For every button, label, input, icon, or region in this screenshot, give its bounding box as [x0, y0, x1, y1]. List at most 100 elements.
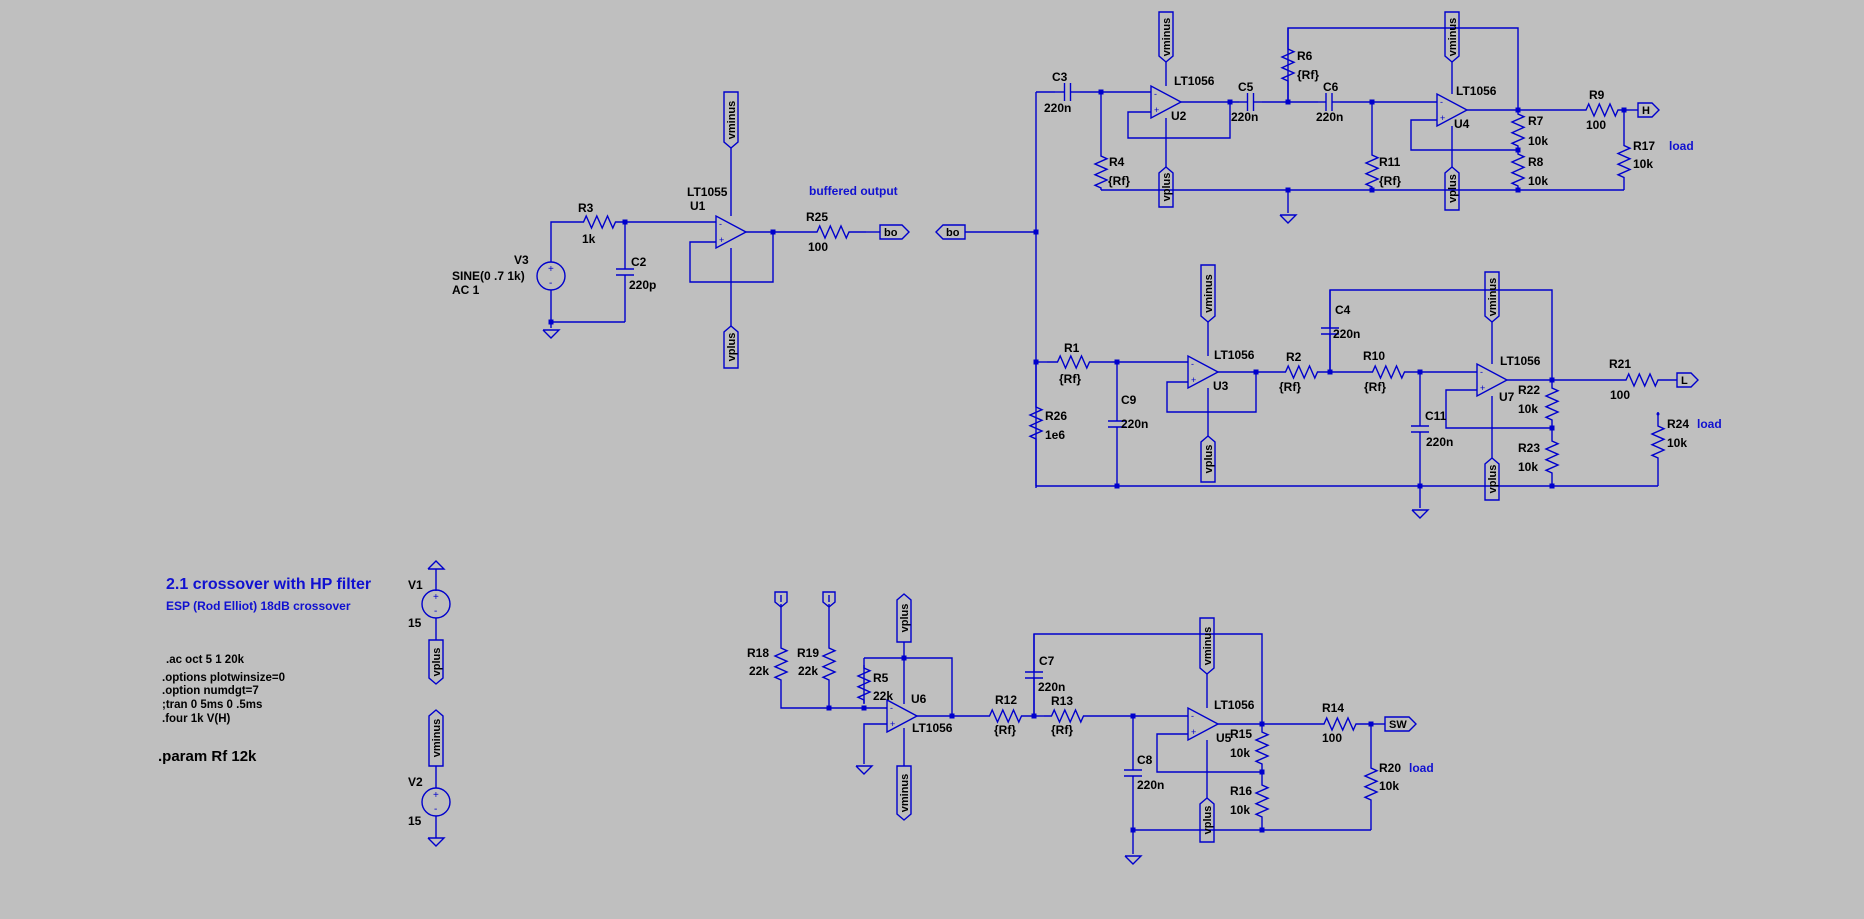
net-flag-vminus[interactable]: vminus	[723, 91, 739, 149]
resistor-r9[interactable]	[1580, 102, 1624, 118]
resistor-r6[interactable]	[1280, 28, 1296, 102]
voltage-source-v3[interactable]: +-	[536, 261, 566, 291]
r14-value-label: 100	[1322, 731, 1342, 745]
voltage-source-v1[interactable]: +-	[421, 589, 451, 619]
r6-name-label: R6	[1297, 49, 1313, 63]
resistor-r22[interactable]	[1544, 380, 1560, 428]
opamp-u7[interactable]: -+	[1476, 362, 1509, 398]
net-flag-vplus[interactable]: vplus	[1199, 797, 1215, 843]
H-flag-label: H	[1642, 105, 1650, 117]
param-directive: .param Rf 12k	[158, 748, 257, 765]
r19-value-label: 22k	[798, 664, 818, 678]
voltage-source-v2[interactable]: +-	[421, 787, 451, 817]
resistor-r20[interactable]	[1363, 760, 1379, 808]
capacitor-c4[interactable]	[1321, 290, 1339, 372]
wire	[1166, 372, 1257, 413]
r17-name-label: R17	[1633, 139, 1655, 153]
r26-name-label: R26	[1045, 409, 1067, 423]
capacitor-c3[interactable]	[1055, 83, 1080, 101]
resistor-r12[interactable]	[977, 708, 1034, 724]
r10-value-label: {Rf}	[1364, 380, 1386, 394]
net-flag-vminus[interactable]: vminus	[896, 765, 912, 821]
net-flag-vminus[interactable]: vminus	[1158, 11, 1174, 63]
net-flag-l[interactable]	[774, 591, 788, 608]
opamp-triangle	[886, 698, 919, 734]
net-flag-r[interactable]	[822, 591, 836, 608]
opamp-u1[interactable]: -+	[715, 214, 748, 250]
c4-value-label: 220n	[1333, 327, 1360, 341]
capacitor-c5[interactable]	[1239, 93, 1262, 111]
capacitor-c6[interactable]	[1318, 93, 1340, 111]
resistor-body	[1510, 150, 1526, 190]
r3-name-label: R3	[578, 201, 594, 215]
r18-name-label: R18	[747, 646, 769, 660]
c6-value-label: 220n	[1316, 110, 1343, 124]
opamp-u6[interactable]: -+	[886, 698, 919, 734]
resistor-r24[interactable]	[1650, 418, 1666, 466]
resistor-r15[interactable]	[1254, 724, 1270, 772]
resistor-r21[interactable]	[1607, 372, 1677, 388]
r10-name-label: R10	[1363, 349, 1385, 363]
resistor-r18[interactable]	[773, 644, 789, 684]
junction-dot	[1253, 369, 1259, 375]
net-flag-vminus[interactable]: vminus	[428, 709, 444, 767]
resistor-r16[interactable]	[1254, 772, 1270, 830]
resistor-r5[interactable]	[856, 665, 872, 703]
resistor-r2[interactable]	[1273, 364, 1330, 380]
flag-outline	[774, 591, 788, 608]
capacitor-c11[interactable]	[1411, 372, 1429, 486]
resistor-r10[interactable]	[1357, 364, 1420, 380]
resistor-r13[interactable]	[1044, 708, 1091, 724]
opamp-u4[interactable]: -+	[1436, 92, 1469, 128]
net-flag-sw[interactable]: SW	[1384, 716, 1417, 732]
opamp-u5[interactable]: -+	[1187, 706, 1220, 742]
resistor-r17[interactable]	[1616, 133, 1632, 190]
r6-value-label: {Rf}	[1297, 68, 1319, 82]
net-flag-l[interactable]: L	[1676, 372, 1699, 388]
vminus-flag-label: vminus	[1487, 278, 1499, 317]
resistor-r26[interactable]	[1028, 396, 1044, 450]
u2-model-label: LT1056	[1174, 74, 1215, 88]
vplus-flag-label: vplus	[726, 333, 738, 362]
opamp-u2[interactable]: -+	[1150, 84, 1183, 120]
net-flag-bo[interactable]: bo	[879, 224, 910, 240]
flag-outline	[1200, 264, 1216, 323]
r7-value-label: 10k	[1528, 134, 1548, 148]
resistor-body	[1544, 380, 1560, 428]
net-flag-vplus[interactable]: vplus	[896, 593, 912, 643]
resistor-r11[interactable]	[1364, 150, 1380, 192]
net-flag-vplus[interactable]: vplus	[1444, 166, 1460, 211]
capacitor-c8[interactable]	[1124, 716, 1142, 830]
flag-outline	[428, 709, 444, 767]
resistor-r3[interactable]	[574, 214, 625, 230]
resistor-r1[interactable]	[1047, 354, 1100, 370]
wire	[550, 221, 574, 262]
r19-name-label: R19	[797, 646, 819, 660]
net-flag-vplus[interactable]: vplus	[1158, 166, 1174, 208]
r15-value-label: 10k	[1230, 746, 1250, 760]
resistor-r14[interactable]	[1309, 716, 1371, 732]
net-flag-vplus[interactable]: vplus	[428, 639, 444, 685]
opamp-u3[interactable]: -+	[1187, 354, 1220, 390]
net-flag-vplus[interactable]: vplus	[1484, 457, 1500, 501]
resistor-r7[interactable]	[1510, 110, 1526, 150]
net-flag-vplus[interactable]: vplus	[723, 325, 739, 369]
net-flag-vminus[interactable]: vminus	[1444, 11, 1460, 63]
net-flag-vminus[interactable]: vminus	[1200, 264, 1216, 323]
net-flag-bo[interactable]: bo	[935, 224, 966, 240]
r7-name-label: R7	[1528, 114, 1544, 128]
resistor-r19[interactable]	[821, 644, 837, 684]
capacitor-c2[interactable]	[616, 222, 634, 322]
net-flag-vminus[interactable]: vminus	[1199, 617, 1215, 675]
resistor-r8[interactable]	[1510, 150, 1526, 190]
resistor-r4[interactable]	[1093, 154, 1109, 190]
capacitor-c9[interactable]	[1108, 362, 1126, 486]
resistor-r25[interactable]	[800, 224, 866, 240]
net-flag-vplus[interactable]: vplus	[1200, 435, 1216, 483]
capacitor-c7[interactable]	[1025, 634, 1043, 716]
resistor-r23[interactable]	[1544, 428, 1560, 486]
net-flag-vminus[interactable]: vminus	[1484, 271, 1500, 323]
net-flag-h[interactable]: H	[1637, 102, 1660, 118]
